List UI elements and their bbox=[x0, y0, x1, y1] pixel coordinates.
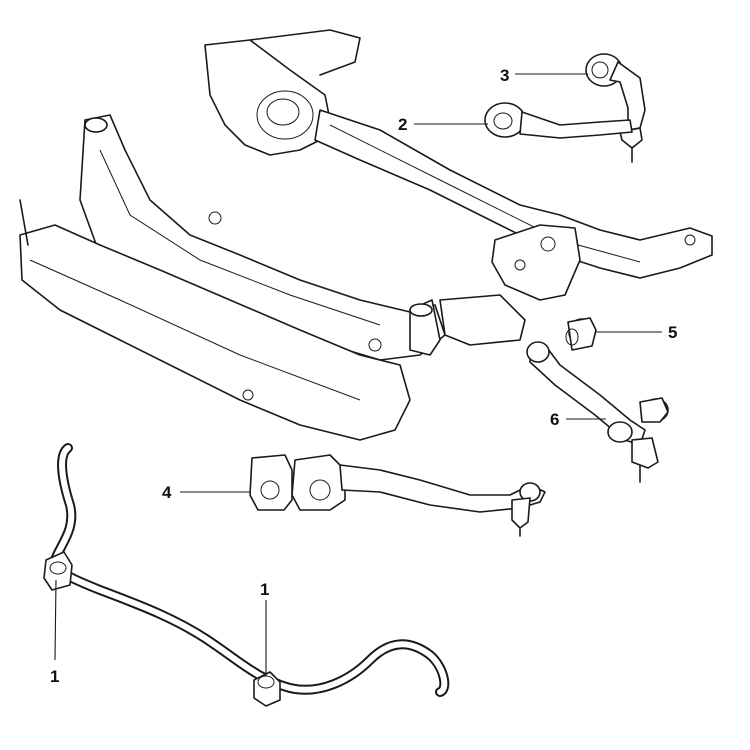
callout-2: 2 bbox=[398, 115, 407, 134]
upper-arm-bushing-2 bbox=[484, 102, 633, 139]
callout-3: 3 bbox=[500, 66, 509, 85]
front-axle-subframe bbox=[19, 29, 713, 441]
callout-5: 5 bbox=[668, 323, 677, 342]
callout-6: 6 bbox=[550, 410, 559, 429]
upper-control-arm-3 bbox=[585, 53, 646, 163]
lower-wishbone-6 bbox=[526, 341, 669, 483]
callout-leaders bbox=[54, 73, 662, 676]
stabilizer-bar-1 bbox=[43, 443, 450, 707]
callout-1-right: 1 bbox=[260, 580, 269, 599]
callout-4: 4 bbox=[162, 483, 172, 502]
tension-strut-4 bbox=[249, 454, 546, 537]
callout-1-left: 1 bbox=[50, 667, 59, 686]
bushing-5 bbox=[565, 317, 597, 351]
